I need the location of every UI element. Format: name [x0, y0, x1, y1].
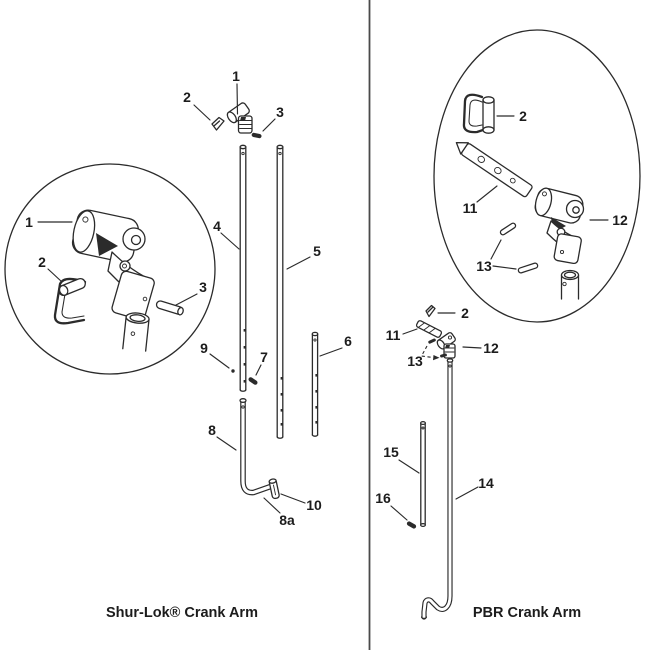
callout-label: 2: [519, 108, 527, 124]
shurlok-handle-detail: [53, 277, 87, 325]
callout-mid-12: 12: [462, 340, 499, 356]
grip-pin-10: [268, 478, 280, 500]
callout-label: 4: [213, 218, 221, 234]
callout-ellipse-2: 2: [496, 108, 527, 124]
callout-ellipse-12: 12: [589, 212, 628, 228]
callout-crank-8: 8: [208, 422, 237, 451]
callout-rod-6: 6: [319, 333, 352, 357]
callout-label: 13: [476, 258, 492, 274]
pbr-joint-mid: [436, 332, 456, 359]
callout-label: 2: [38, 254, 46, 270]
callout-mid-2: 2: [437, 305, 469, 321]
callout-label: 3: [199, 279, 207, 295]
callout-grip-8a: 8a: [263, 497, 295, 528]
inner-rod-4: [239, 144, 247, 392]
callout-label: 11: [463, 200, 478, 216]
callout-label: 12: [483, 340, 499, 356]
callout-label: 8a: [279, 512, 295, 528]
pbr-link-mid: [415, 320, 443, 338]
callout-label: 5: [313, 243, 321, 259]
left-caption: Shur-Lok® Crank Arm: [106, 605, 258, 621]
callout-ellipse-11: 11: [463, 185, 498, 216]
callout-mid-13-label: 13: [407, 353, 423, 369]
shurlok-pin-top: [251, 132, 262, 139]
callout-label: 9: [200, 340, 208, 356]
callout-label: 11: [386, 327, 401, 343]
detail-ellipse: [433, 29, 641, 323]
callout-rod-4: 4: [213, 218, 240, 250]
crank-lower-8: [239, 398, 280, 500]
detail-circle: [4, 163, 216, 375]
callout-detail-2: 2: [38, 254, 63, 283]
callout-label: 16: [375, 490, 391, 506]
left-panel-shurlok: 1 2 3: [4, 68, 352, 621]
pbr-pins-mid: [420, 338, 447, 361]
shurlok-pin-detail: [155, 300, 184, 316]
pbr-pins-detail: [499, 222, 539, 274]
shurlok-clip-top: [211, 116, 225, 131]
callout-mid-11: 11: [386, 327, 418, 343]
callout-label: 10: [306, 497, 322, 513]
callout-pin-16: 16: [375, 490, 417, 529]
callout-label: 1: [232, 68, 240, 84]
callout-label: 15: [383, 444, 399, 460]
pbr-clip-mid: [425, 304, 436, 318]
extension-rod-6: [311, 331, 319, 437]
callout-label: 8: [208, 422, 216, 438]
callout-rod-14: 14: [455, 475, 494, 500]
callout-rod-5: 5: [286, 243, 321, 270]
callout-label: 1: [25, 214, 33, 230]
right-caption: PBR Crank Arm: [473, 605, 581, 621]
callout-rod-15: 15: [383, 444, 420, 474]
callout-top-2: 2: [183, 89, 211, 121]
callout-pin-10: 10: [280, 493, 322, 513]
callout-label: 2: [461, 305, 469, 321]
pbr-link-detail: [455, 141, 533, 198]
callout-label: 14: [478, 475, 494, 491]
callout-label: 2: [183, 89, 191, 105]
pbr-extension-rod-15: [420, 420, 426, 528]
callout-label: 7: [260, 349, 268, 365]
callout-label: 3: [276, 104, 284, 120]
pbr-crank-rod-14: [420, 358, 454, 620]
callout-detail-3: 3: [175, 279, 207, 306]
shurlok-head-detail: [71, 209, 155, 352]
callout-top-3: 3: [262, 104, 284, 132]
callout-ellipse-13: 13: [476, 239, 517, 274]
outer-rod-5: [276, 144, 284, 439]
callout-detail-1: 1: [25, 214, 73, 230]
right-panel-pbr: 2 11 12 13: [375, 29, 641, 621]
callout-label: 6: [344, 333, 352, 349]
pbr-joint-detail: [534, 187, 585, 265]
callout-hole-9: 9: [200, 340, 235, 373]
callout-top-1: 1: [232, 68, 240, 115]
pbr-handle-detail: [462, 93, 495, 134]
shurlok-head-top: [226, 102, 253, 134]
callout-label: 12: [612, 212, 628, 228]
callout-pin-7: 7: [248, 349, 268, 385]
pbr-tube-detail: [560, 269, 580, 300]
